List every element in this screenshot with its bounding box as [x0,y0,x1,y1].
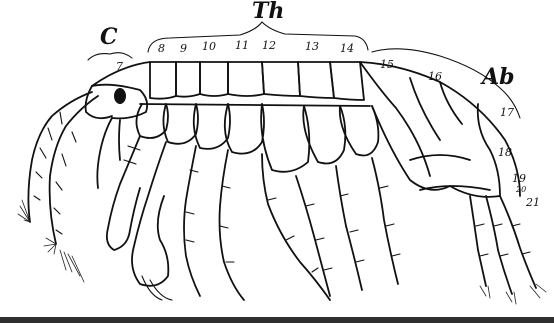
gnathopods [97,118,172,300]
segment-number-8: 8 [158,42,165,55]
segment-number-17: 17 [500,106,514,119]
segment-number-13: 13 [305,40,319,53]
uropods [470,196,546,304]
head [92,85,147,119]
thorax-label: Th [252,0,284,24]
eye [114,88,126,104]
scan-bottom-edge [0,317,554,323]
segment-number-11: 11 [235,39,249,52]
segment-number-9: 9 [180,42,187,55]
segment-number-12: 12 [262,39,276,52]
thoracic-segments [140,62,370,106]
segment-number-10: 10 [202,40,216,53]
segment-number-21: 21 [525,196,540,209]
pereopods [184,146,400,300]
antennae [18,92,98,282]
segment-number-14: 14 [340,42,354,55]
cephalon-bracket [88,53,132,60]
coxal-plates [136,104,378,172]
abdomen-label: Ab [480,64,514,90]
cephalon-label: C [100,24,118,50]
